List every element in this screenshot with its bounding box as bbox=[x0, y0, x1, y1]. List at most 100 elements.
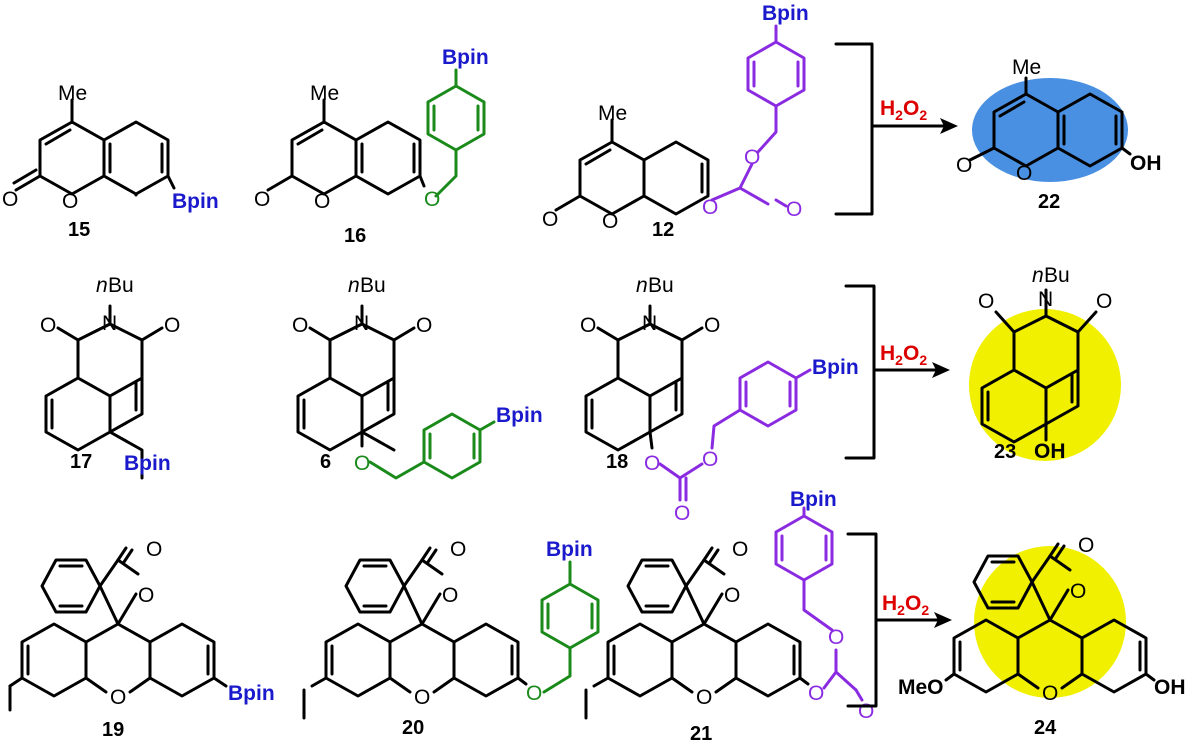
carbonyl-oxygen: O bbox=[450, 538, 466, 561]
lactone-oxygen: O bbox=[138, 584, 154, 607]
bpin-label: Bpin bbox=[228, 682, 275, 705]
compound-number: 6 bbox=[320, 451, 331, 473]
carbonate-oxygen: O bbox=[808, 682, 824, 705]
compound-number: 18 bbox=[606, 451, 628, 473]
ring-oxygen: O bbox=[1016, 162, 1032, 185]
hydroxyl-label: OH bbox=[1130, 152, 1162, 175]
compound-17: n Bu N O O Bpin 17 bbox=[40, 274, 180, 480]
carbonate-oxygen: O bbox=[702, 196, 718, 219]
compound-number: 20 bbox=[402, 717, 424, 739]
nitrogen-label: N bbox=[642, 312, 657, 335]
carbonate-oxygen: O bbox=[702, 448, 718, 471]
bpin-label: Bpin bbox=[790, 488, 837, 511]
nitrogen-label: N bbox=[102, 312, 117, 335]
bpin-label: Bpin bbox=[124, 452, 171, 475]
carbonate-oxygen: O bbox=[644, 452, 660, 475]
methyl-label: Me bbox=[1012, 56, 1041, 79]
carbonyl-oxygen: O bbox=[978, 290, 994, 313]
lactone-oxygen: O bbox=[442, 584, 458, 607]
n-prefix: n bbox=[96, 274, 108, 297]
compound-16: Me O O O Bpin 16 bbox=[254, 46, 489, 247]
compound-number: 15 bbox=[68, 219, 90, 241]
compound-number: 16 bbox=[344, 225, 366, 247]
reaction-arrow-row3: H2O2 bbox=[846, 532, 952, 708]
carbonyl-oxygen: O bbox=[704, 314, 720, 337]
bpin-label: Bpin bbox=[546, 538, 593, 561]
xanthene-oxygen: O bbox=[110, 686, 126, 709]
compound-18: n Bu N O O O O O Bpin 18 bbox=[580, 274, 859, 525]
carbonyl-oxygen: O bbox=[146, 538, 162, 561]
xanthene-oxygen: O bbox=[414, 686, 430, 709]
n-prefix: n bbox=[348, 274, 360, 297]
nitrogen-label: N bbox=[354, 312, 369, 335]
carbonyl-oxygen: O bbox=[416, 314, 432, 337]
methyl-label: Me bbox=[58, 82, 87, 105]
hydroxyl-label: OH bbox=[1034, 440, 1066, 463]
carbonyl-oxygen: O bbox=[956, 154, 972, 177]
compound-number: 12 bbox=[652, 219, 674, 241]
product-24: O O O MeO OH 24 bbox=[898, 534, 1186, 739]
carbonyl-oxygen: O bbox=[254, 188, 270, 211]
compound-number: 21 bbox=[690, 723, 712, 745]
carbonyl-oxygen: O bbox=[292, 314, 308, 337]
carbonyl-oxygen: O bbox=[786, 198, 802, 221]
nitrogen-label: N bbox=[1038, 288, 1053, 311]
compound-19: O O O Bpin 19 bbox=[8, 538, 275, 741]
reaction-arrow-row1: H2O2 bbox=[834, 42, 958, 216]
lactone-oxygen: O bbox=[1070, 580, 1086, 603]
compound-15: Me O O Bpin 15 bbox=[2, 82, 219, 241]
h2o2-label: H2O2 bbox=[880, 97, 927, 123]
bpin-label: Bpin bbox=[812, 356, 859, 379]
ring-oxygen: O bbox=[602, 210, 618, 233]
fluorescence-highlight bbox=[969, 309, 1121, 461]
lactone-oxygen: O bbox=[724, 584, 740, 607]
methyl-label: Me bbox=[310, 82, 339, 105]
compound-number: 19 bbox=[102, 719, 124, 741]
carbonyl-oxygen: O bbox=[164, 314, 180, 337]
ether-oxygen: O bbox=[526, 682, 542, 705]
compound-6: n Bu N O O O Bpin 6 bbox=[292, 274, 543, 480]
methoxy-label: MeO bbox=[898, 676, 944, 699]
hydroxyl-label: OH bbox=[1154, 676, 1186, 699]
compound-20: O O O O Bpin 20 bbox=[302, 538, 600, 739]
compound-number: 22 bbox=[1038, 191, 1060, 213]
carbonyl-oxygen: O bbox=[2, 188, 18, 211]
bpin-label: Bpin bbox=[762, 2, 809, 25]
butyl-label: Bu bbox=[648, 274, 674, 297]
compound-number: 24 bbox=[1034, 717, 1057, 739]
carbonyl-oxygen: O bbox=[674, 502, 690, 525]
compound-21: O O O O O O Bpin 21 bbox=[584, 488, 874, 745]
product-22: Me O O OH 22 bbox=[956, 56, 1162, 213]
compound-12: Me O O O O O Bpin 12 bbox=[542, 2, 809, 241]
carbonyl-oxygen: O bbox=[1096, 290, 1112, 313]
n-prefix: n bbox=[636, 274, 648, 297]
butyl-label: Bu bbox=[360, 274, 386, 297]
xanthene-oxygen: O bbox=[1042, 682, 1058, 705]
butyl-label: Bu bbox=[1044, 264, 1070, 287]
ether-oxygen: O bbox=[424, 188, 440, 211]
h2o2-label: H2O2 bbox=[880, 342, 927, 368]
carbonyl-oxygen: O bbox=[580, 314, 596, 337]
ether-oxygen: O bbox=[354, 452, 370, 475]
carbonyl-oxygen: O bbox=[858, 700, 874, 723]
butyl-label: Bu bbox=[108, 274, 134, 297]
carbonate-oxygen: O bbox=[828, 626, 844, 649]
methyl-label: Me bbox=[598, 102, 627, 125]
product-23: n Bu N O O OH 23 bbox=[969, 264, 1121, 463]
fluorescence-highlight bbox=[974, 546, 1126, 698]
carbonate-oxygen: O bbox=[744, 146, 760, 169]
carbonyl-oxygen: O bbox=[732, 538, 748, 561]
carbonyl-oxygen: O bbox=[40, 314, 56, 337]
reaction-arrow-row2: H2O2 bbox=[844, 284, 950, 460]
bpin-label: Bpin bbox=[442, 46, 489, 69]
carbonyl-oxygen: O bbox=[542, 208, 558, 231]
ring-oxygen: O bbox=[314, 190, 330, 213]
h2o2-label: H2O2 bbox=[882, 592, 929, 618]
compound-number: 17 bbox=[70, 451, 92, 473]
carbonyl-oxygen: O bbox=[1078, 534, 1094, 557]
bpin-label: Bpin bbox=[496, 404, 543, 427]
bpin-label: Bpin bbox=[172, 190, 219, 213]
n-prefix: n bbox=[1032, 264, 1044, 287]
compound-number: 23 bbox=[994, 441, 1016, 463]
